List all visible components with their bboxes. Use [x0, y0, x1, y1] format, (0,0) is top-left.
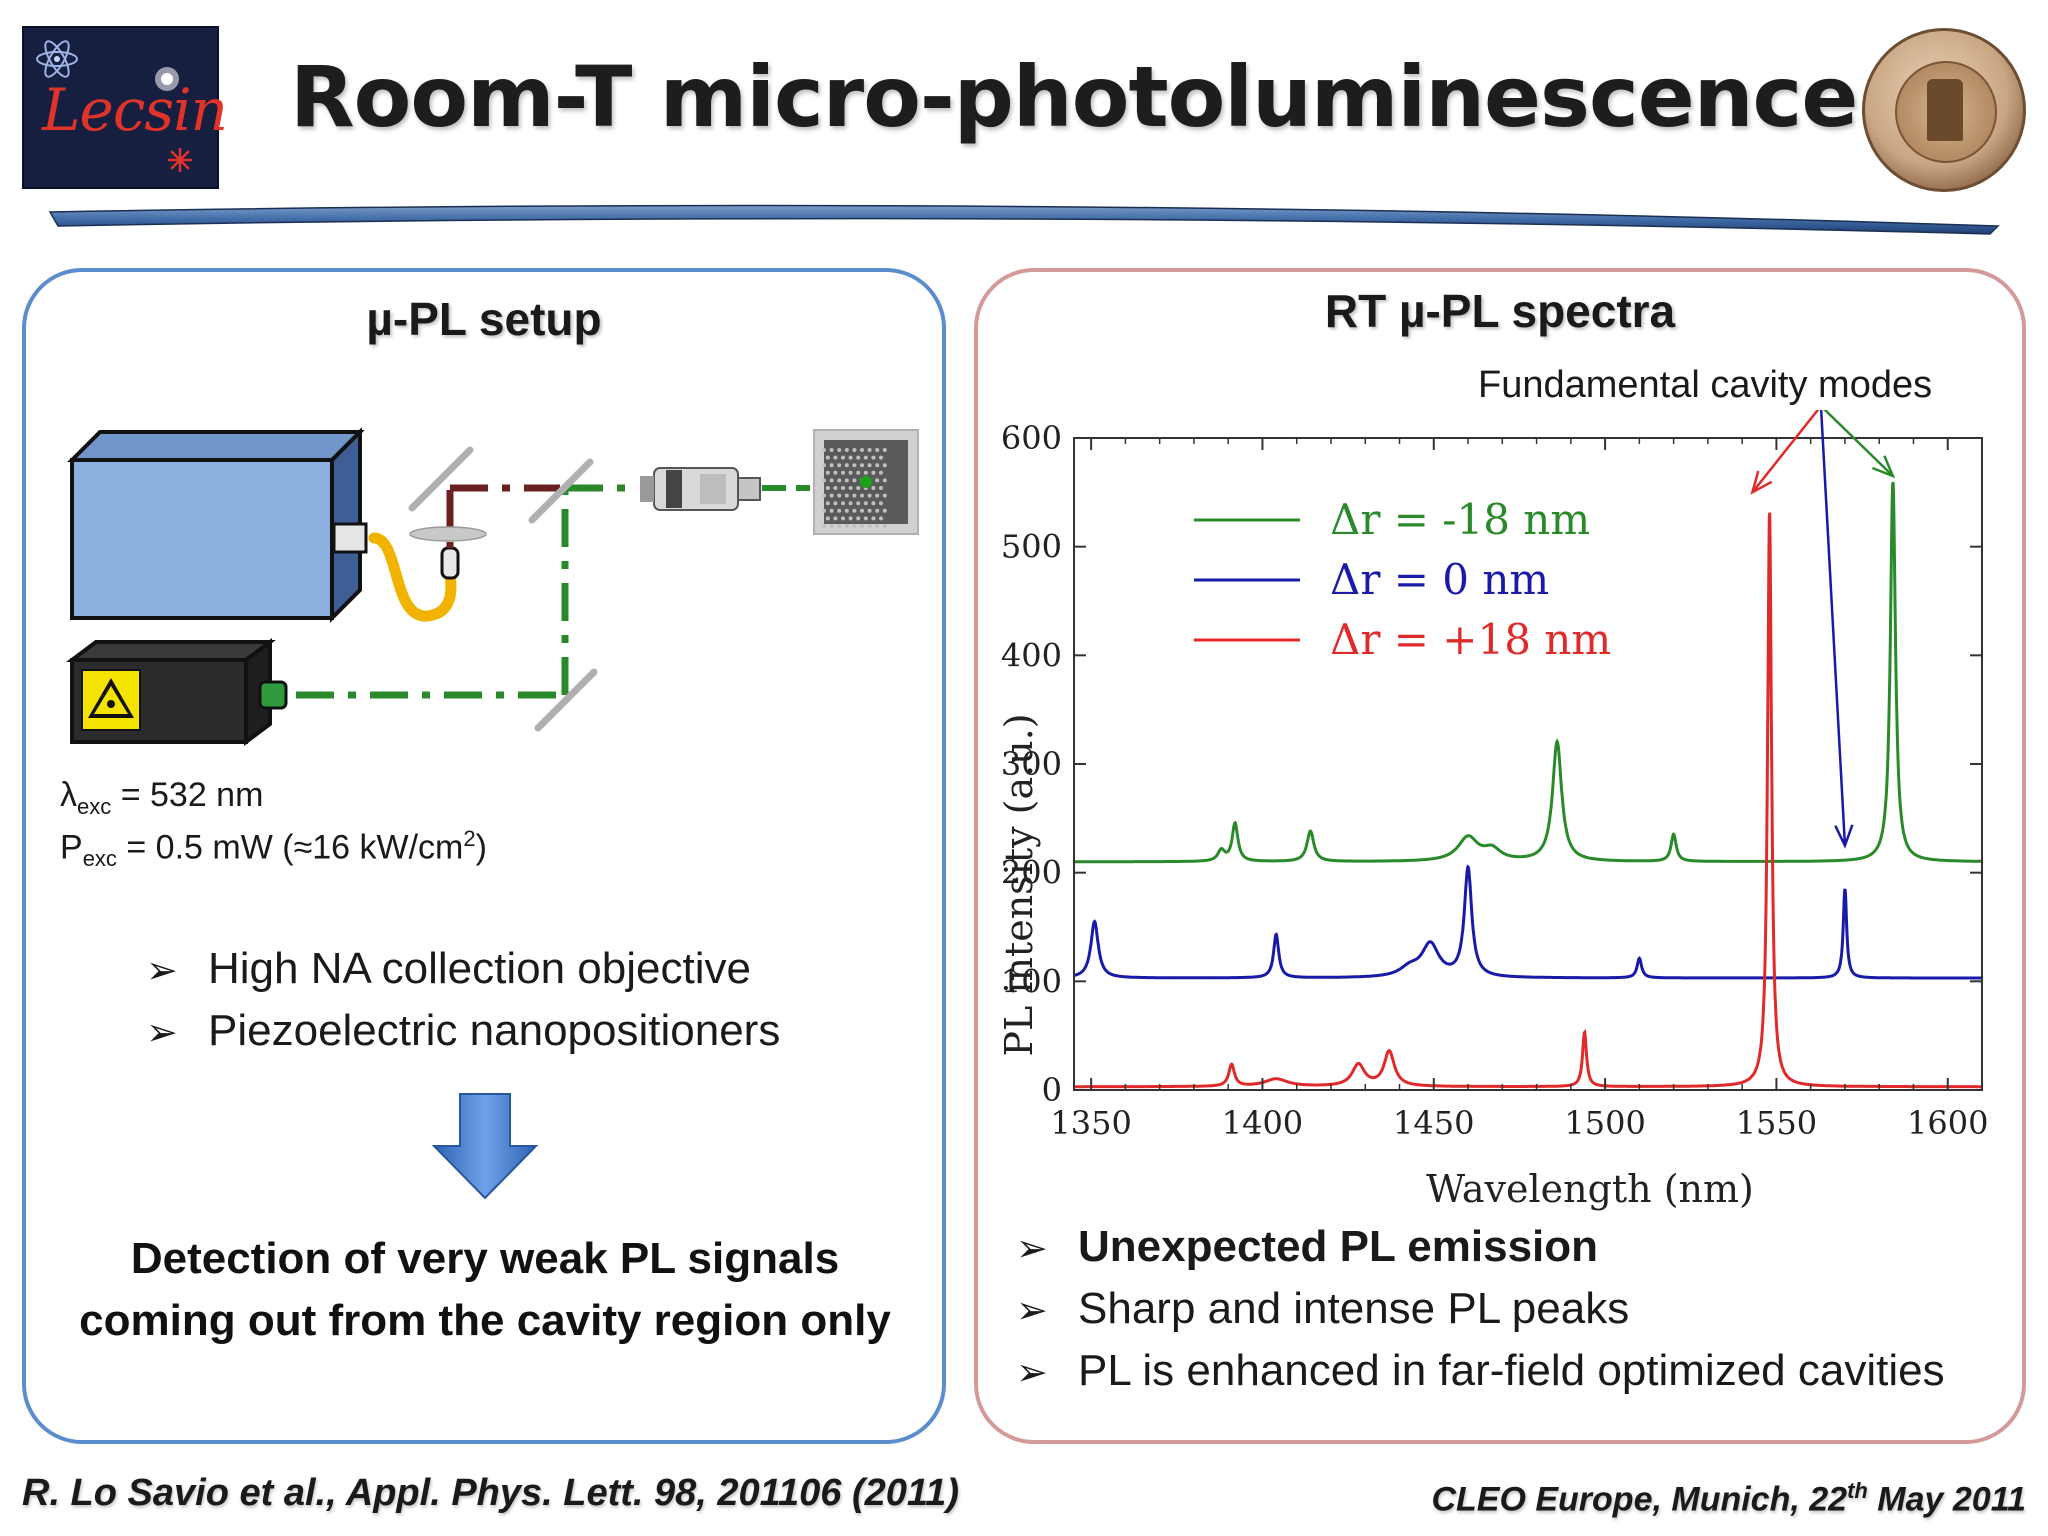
atom-icon: [36, 40, 78, 78]
legend-label: Δr = +18 nm: [1330, 615, 1611, 664]
laser-box: [66, 638, 288, 746]
series-line: [1074, 481, 1982, 864]
annotation-arrow: [1823, 410, 1894, 477]
university-seal-icon: [1862, 28, 2026, 192]
spectra-bullet: ➢Unexpected PL emission: [1016, 1222, 1599, 1271]
y-tick-label: 400: [1001, 636, 1062, 674]
x-axis-label: Wavelength (nm): [1426, 1167, 1754, 1211]
legend-label: Δr = 0 nm: [1330, 555, 1549, 604]
photonic-crystal-sample: [813, 429, 919, 535]
logo-wordmark: Lecsin: [42, 76, 228, 144]
arrow-bullet-icon: ➢: [1016, 1350, 1048, 1394]
y-axis-label: PL intensity (a.u.): [997, 713, 1041, 1056]
annotation-arrowhead: [1871, 455, 1896, 479]
setup-conclusion: Detection of very weak PL signals coming…: [79, 1234, 891, 1345]
setup-bullet: ➢High NA collection objective: [146, 944, 751, 993]
header-divider: [48, 204, 2000, 235]
laser-spark-icon: [168, 148, 192, 172]
x-tick-label: 1450: [1393, 1104, 1474, 1142]
x-tick-label: 1350: [1050, 1104, 1131, 1142]
arrow-bullet-icon: ➢: [1016, 1288, 1048, 1332]
crystal-lattice-icon: [155, 67, 179, 91]
conference-label: CLEO Europe, Munich, 22th May 2011: [1431, 1478, 2026, 1519]
x-tick-label: 1500: [1564, 1104, 1645, 1142]
x-tick-label: 1600: [1907, 1104, 1988, 1142]
y-tick-label: 200: [1001, 854, 1062, 892]
spectrometer-box: [67, 427, 368, 623]
spectra-bullet: ➢Sharp and intense PL peaks: [1016, 1284, 1630, 1333]
arrow-bullet-icon: ➢: [146, 1010, 178, 1054]
objective-lens: [640, 467, 761, 511]
annotation-arrowhead: [1834, 824, 1854, 849]
y-tick-label: 500: [1001, 528, 1062, 566]
legend-label: Δr = -18 nm: [1330, 495, 1590, 544]
x-tick-label: 1550: [1736, 1104, 1817, 1142]
annotation-arrowhead: [1750, 470, 1773, 495]
spectra-panel: [974, 268, 2026, 1444]
x-tick-label: 1400: [1222, 1104, 1303, 1142]
spectra-panel-title: RT µ-PL spectra: [1324, 285, 1676, 337]
excitation-power: Pexc = 0.5 mW (≈16 kW/cm2): [60, 826, 487, 872]
spectra-bullet: ➢PL is enhanced in far-field optimized c…: [1016, 1346, 1945, 1395]
annotation-arrow: [1819, 410, 1847, 846]
annotation-arrow: [1751, 410, 1820, 494]
lecsin-logo: Lecsin: [22, 26, 228, 189]
y-tick-label: 600: [1001, 419, 1062, 457]
pl-spectra-chart: 1350 1400 1450 1500 1550 1600 0 100 200 300 400 500…: [997, 410, 1988, 1211]
citation: R. Lo Savio et al., Appl. Phys. Lett. 98…: [22, 1472, 959, 1514]
y-tick-label: 0: [1042, 1071, 1062, 1109]
y-tick-label: 100: [1001, 962, 1062, 1000]
setup-diagram: [66, 427, 919, 746]
down-arrow-icon: [431, 1093, 539, 1200]
arrow-bullet-icon: ➢: [146, 948, 178, 992]
series-line: [1073, 864, 1982, 980]
series-line: [1074, 512, 1982, 1089]
setup-bullet: ➢Piezoelectric nanopositioners: [146, 1006, 781, 1055]
setup-panel-title: µ-PL setup: [366, 293, 602, 345]
cavity-modes-annotation: Fundamental cavity modes: [1478, 364, 1933, 406]
page-title: Room-T micro-photoluminescence: [290, 48, 1858, 146]
arrow-bullet-icon: ➢: [1016, 1226, 1048, 1270]
excitation-wavelength: λexc = 532 nm: [60, 776, 264, 819]
y-tick-label: 300: [1001, 745, 1062, 783]
